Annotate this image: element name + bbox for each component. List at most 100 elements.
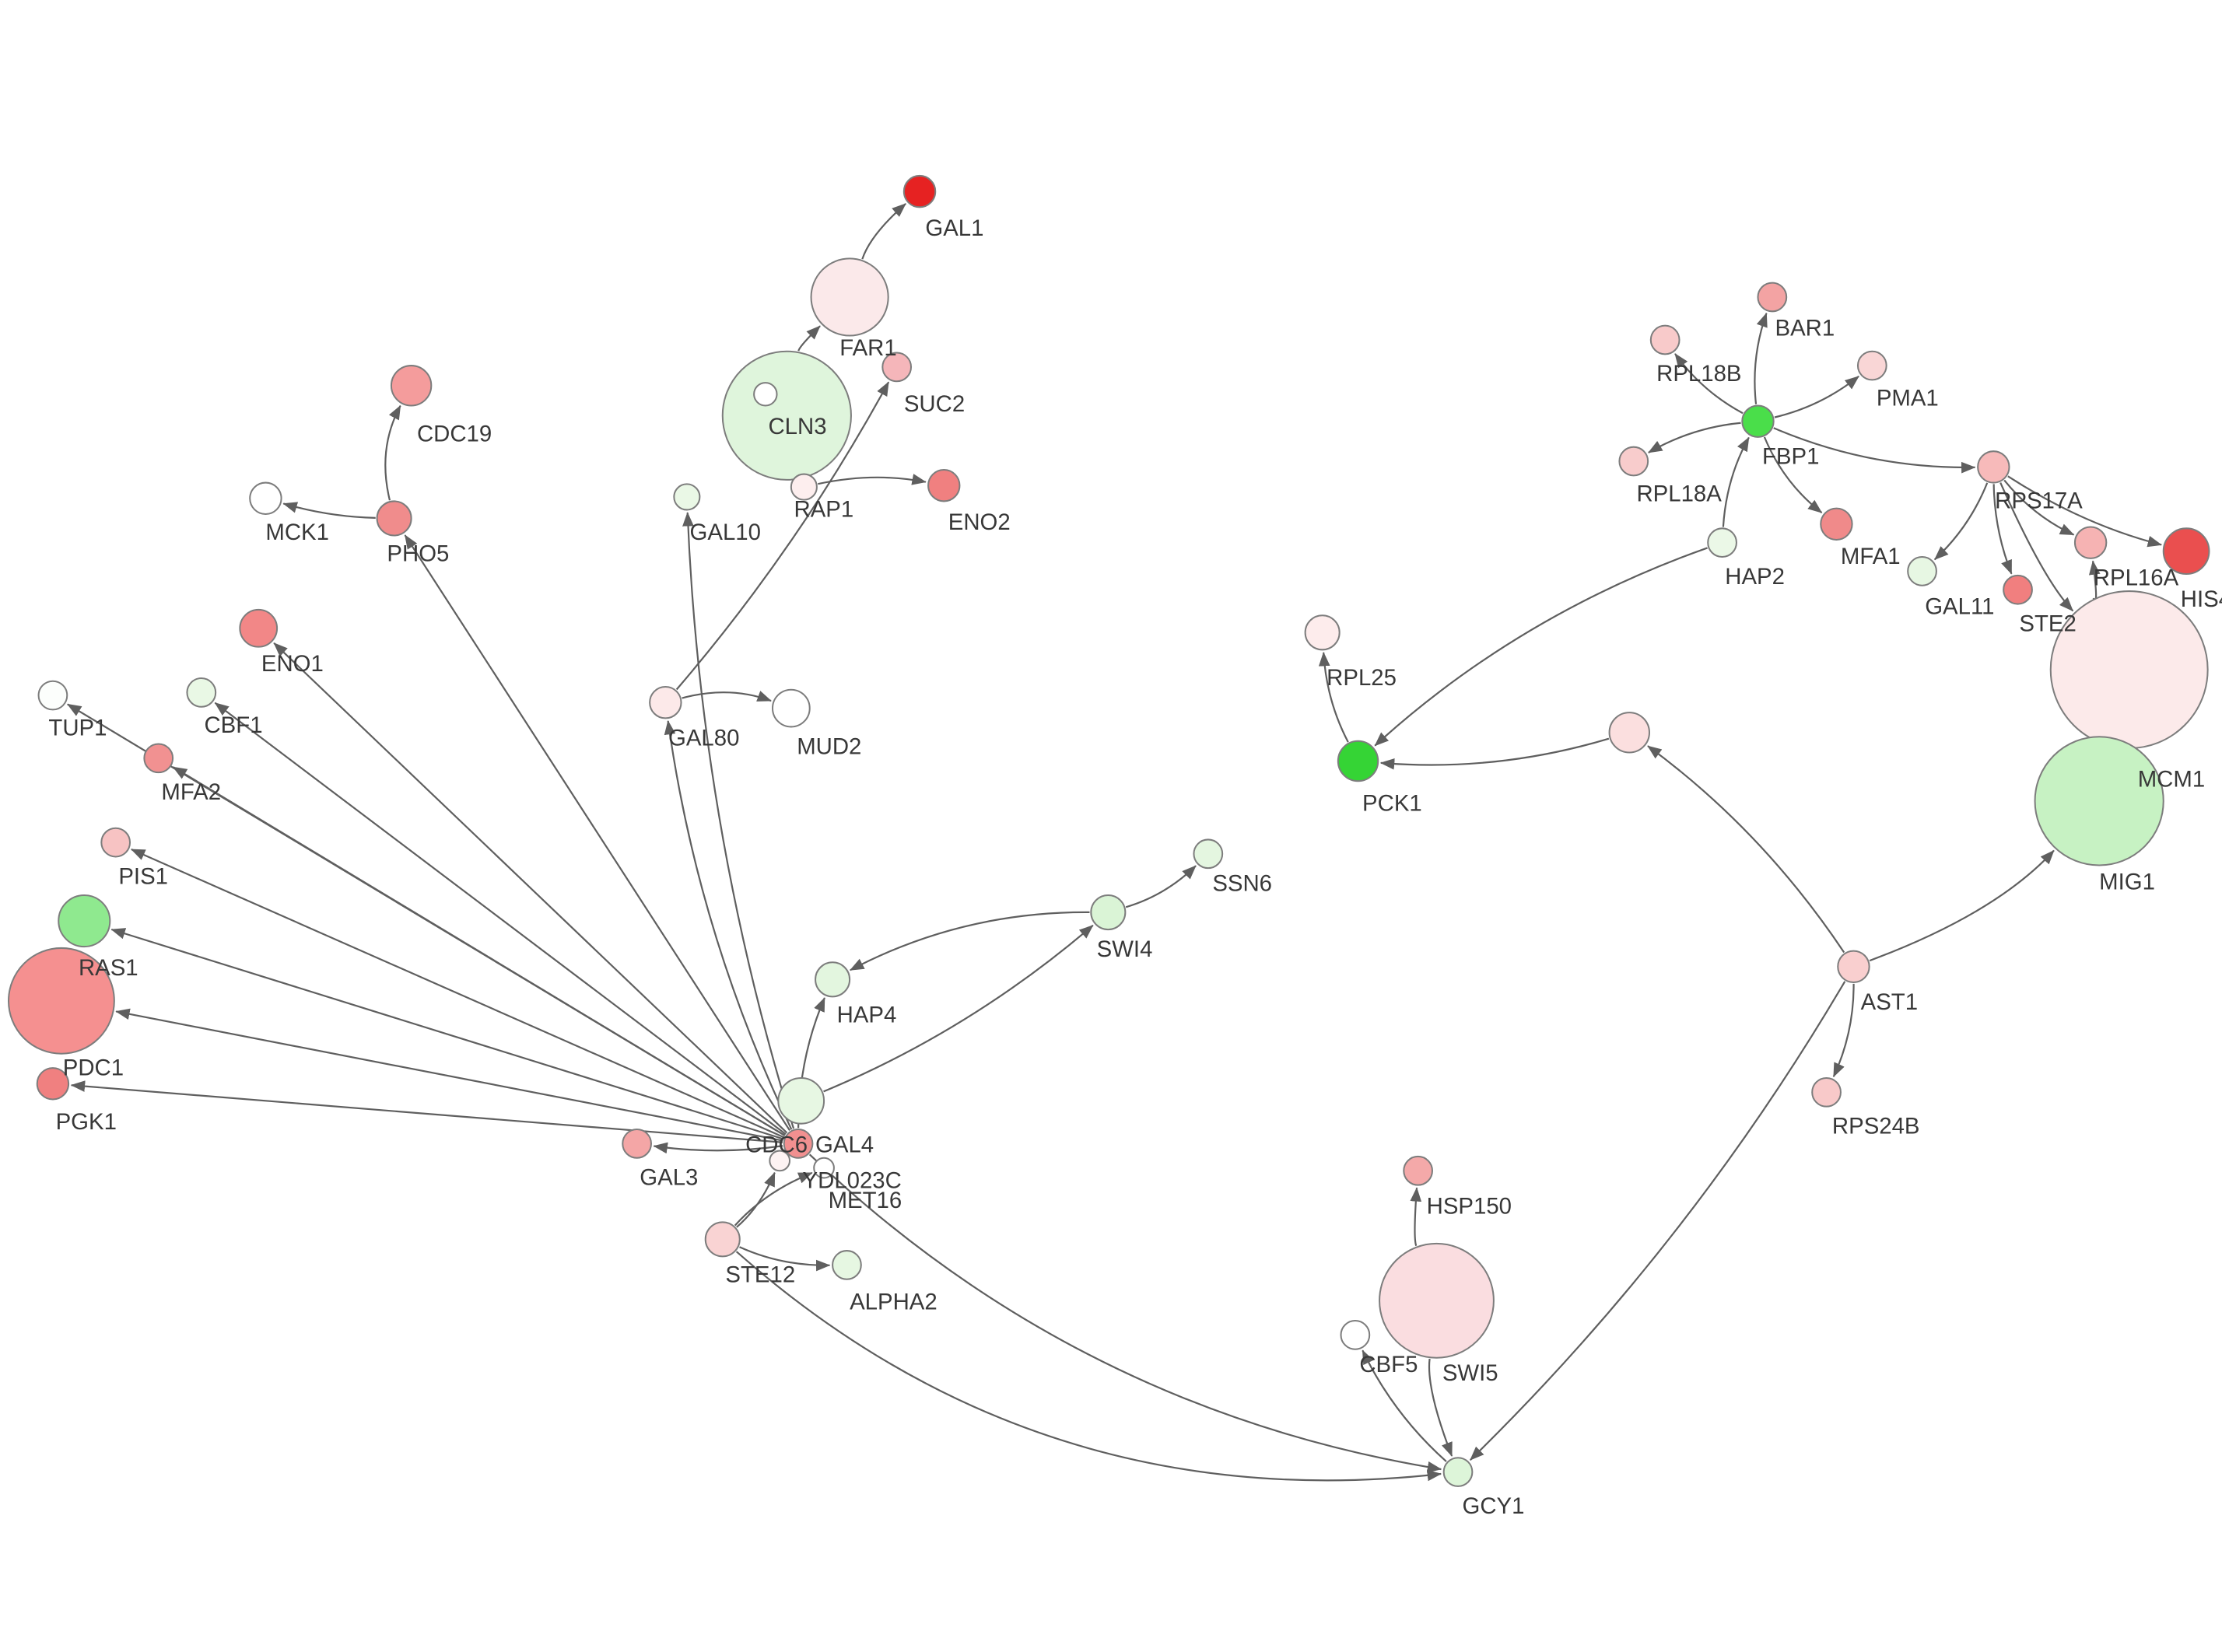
node-eno2[interactable] — [927, 469, 961, 502]
node-mud2[interactable] — [771, 688, 811, 728]
edge-rps17a-rpl16a[interactable] — [2003, 479, 2075, 536]
node-ydl023c[interactable] — [769, 1150, 791, 1172]
node-unlabeled-33[interactable] — [1608, 712, 1650, 754]
edge-gal4-pho5[interactable] — [404, 534, 790, 1132]
node-rpl16a[interactable] — [2073, 526, 2108, 559]
edge-gal4-pis1[interactable] — [130, 848, 785, 1139]
node-met16[interactable] — [813, 1157, 835, 1179]
node-ast1[interactable] — [1837, 950, 1870, 983]
edge-fbp1-mfa1[interactable] — [1763, 436, 1823, 514]
node-rpl25[interactable] — [1304, 614, 1341, 651]
edge-pho5-cdc19[interactable] — [384, 404, 401, 501]
node-alpha2[interactable] — [832, 1250, 862, 1280]
node-tup1[interactable] — [37, 680, 68, 711]
node-hsp150[interactable] — [1403, 1155, 1433, 1186]
edge-fbp1-pma1[interactable] — [1774, 375, 1859, 418]
edge-rps17a-ste2[interactable] — [1992, 484, 2013, 575]
edge-ste12-gcy1[interactable] — [735, 1251, 1442, 1482]
edge-fbp1-rpl18a[interactable] — [1648, 422, 1741, 453]
node-ras1[interactable] — [58, 894, 111, 948]
edge-swi4-hap4[interactable] — [849, 911, 1090, 971]
edge-gal80-suc2[interactable] — [675, 381, 890, 691]
edge-ast1-gcy1[interactable] — [1469, 981, 1846, 1461]
node-pho5[interactable] — [376, 500, 412, 537]
node-gal80[interactable] — [649, 686, 682, 719]
node-cdc6[interactable] — [777, 1076, 825, 1125]
node-pis1[interactable] — [100, 827, 131, 858]
edge-gal4-gal3[interactable] — [653, 1142, 783, 1154]
node-bar1[interactable] — [1757, 282, 1788, 313]
node-gal10[interactable] — [673, 483, 701, 511]
node-gcy1[interactable] — [1442, 1457, 1474, 1487]
edge-gal4-gal10[interactable] — [682, 512, 795, 1129]
edge-gal4-mfa2[interactable] — [172, 766, 786, 1136]
node-ssn6[interactable] — [1193, 838, 1224, 870]
node-pck1[interactable] — [1337, 740, 1379, 782]
node-cbf1[interactable] — [186, 677, 217, 708]
edge-rap1-eno2[interactable] — [818, 474, 927, 485]
edge-ste12-alpha2[interactable] — [739, 1246, 831, 1272]
node-cln3[interactable] — [721, 350, 852, 481]
node-hap2[interactable] — [1707, 527, 1737, 558]
node-far1[interactable] — [810, 257, 889, 337]
edge-ste12-ydl023c[interactable] — [736, 1171, 776, 1228]
edge-gal4-cbf1[interactable] — [214, 702, 787, 1136]
edge-fbp1-bar1[interactable] — [1754, 312, 1768, 404]
edge-gal4-gal80[interactable] — [664, 719, 793, 1130]
node-swi5[interactable] — [1379, 1242, 1495, 1359]
node-gal1[interactable] — [902, 174, 937, 208]
node-mck1[interactable] — [249, 481, 282, 515]
edge-hap2-fbp1[interactable] — [1722, 436, 1750, 527]
edge-far1-gal1[interactable] — [861, 203, 906, 260]
node-pdc1[interactable] — [8, 947, 115, 1055]
edge-rps17a-mcm1[interactable] — [1999, 482, 2074, 612]
edge-gal4-pdc1[interactable] — [115, 1008, 783, 1142]
node-gal3[interactable] — [622, 1129, 652, 1159]
edge-rps17a-his4[interactable] — [2007, 475, 2162, 548]
node-pgk1[interactable] — [36, 1067, 70, 1101]
edge-fbp1-rpl18b[interactable] — [1674, 353, 1744, 415]
edge-rps17a-gal11[interactable] — [1933, 482, 1989, 561]
node-rap1[interactable] — [790, 473, 818, 501]
edge-fbp1-rps17a[interactable] — [1773, 427, 1976, 474]
node-eno1[interactable] — [239, 608, 279, 648]
node-fbp1[interactable] — [1741, 404, 1775, 438]
node-ste2[interactable] — [2003, 574, 2033, 605]
node-rps17a[interactable] — [1977, 450, 2010, 484]
edge-swi4-ssn6[interactable] — [1125, 865, 1197, 908]
node-mfa1[interactable] — [1820, 507, 1853, 541]
node-rps24b[interactable] — [1811, 1076, 1842, 1108]
edge-ste12-met16[interactable] — [734, 1171, 813, 1227]
node-mfa2[interactable] — [143, 743, 174, 774]
node-hap4[interactable] — [815, 961, 851, 998]
edge-gal4-pgk1[interactable] — [70, 1080, 783, 1143]
node-rpl18b[interactable] — [1649, 324, 1681, 355]
edge-swi5-gcy1[interactable] — [1428, 1358, 1453, 1457]
edge-hap2-pck1[interactable] — [1374, 547, 1708, 747]
node-ste12[interactable] — [704, 1221, 741, 1258]
edge-gal4-gcy1[interactable] — [808, 1153, 1442, 1473]
edge-ast1-mig1[interactable] — [1869, 849, 2055, 962]
node-unlabeled-3[interactable] — [753, 382, 778, 407]
edge-gal80-mud2[interactable] — [682, 691, 772, 702]
node-gal11[interactable] — [1907, 556, 1937, 586]
edge-cdc6-swi4[interactable] — [823, 924, 1094, 1093]
node-gal4[interactable] — [783, 1129, 814, 1159]
edge-gcy1-cbf5[interactable] — [1362, 1349, 1447, 1462]
edge-gal4-eno1[interactable] — [273, 642, 788, 1134]
node-mig1[interactable] — [2034, 736, 2164, 866]
edge-ast1-rps24b[interactable] — [1832, 983, 1855, 1078]
node-cbf5[interactable] — [1340, 1319, 1371, 1350]
edge-cln3-far1[interactable] — [797, 325, 821, 352]
node-his4[interactable] — [2162, 527, 2210, 576]
edge-unnamed1-pck1[interactable] — [1379, 737, 1610, 770]
edge-pck1-rpl25[interactable] — [1318, 652, 1349, 743]
edge-swi5-hsp150[interactable] — [1410, 1187, 1422, 1247]
node-cdc19[interactable] — [390, 365, 433, 407]
node-swi4[interactable] — [1090, 894, 1127, 931]
node-rpl18a[interactable] — [1618, 446, 1649, 477]
node-pma1[interactable] — [1856, 350, 1887, 381]
edge-pho5-mck1[interactable] — [282, 502, 376, 519]
